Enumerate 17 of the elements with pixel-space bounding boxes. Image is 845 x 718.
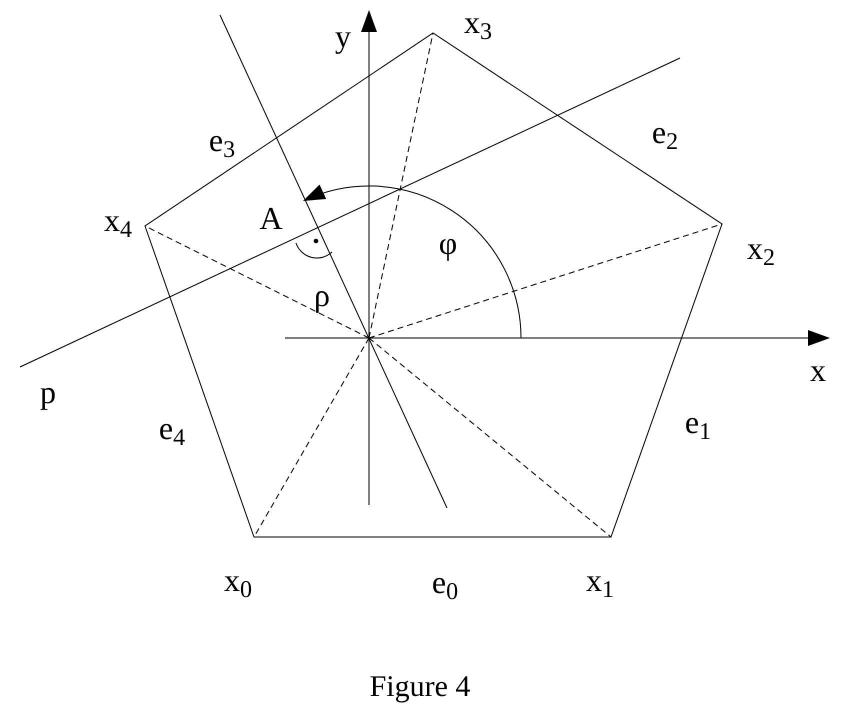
figure-caption: Figure 4 <box>370 672 470 702</box>
vertex-label: x$_{1}$ <box>586 564 614 596</box>
angle-label: φ <box>438 227 458 259</box>
vertex-label: x$_{2}$ <box>747 232 775 264</box>
vertex-label: x$_{3}$ <box>464 6 492 38</box>
vertex-label: x$_{4}$ <box>104 204 132 236</box>
distance-label: ρ <box>314 279 330 311</box>
line-label: p <box>40 376 56 408</box>
vertex-label: x$_{0}$ <box>224 564 252 596</box>
edge-name: e$_{2}$ <box>652 116 678 148</box>
edge-name: e$_{4}$ <box>158 412 186 444</box>
axis-label: x <box>810 354 826 386</box>
edge-name: e$_{0}$ <box>432 566 458 598</box>
axis-label: y <box>335 20 351 52</box>
edge-name: e$_{3}$ <box>208 124 236 156</box>
edge-name: e$_{1}$ <box>684 406 712 438</box>
point-label: A <box>259 202 283 234</box>
